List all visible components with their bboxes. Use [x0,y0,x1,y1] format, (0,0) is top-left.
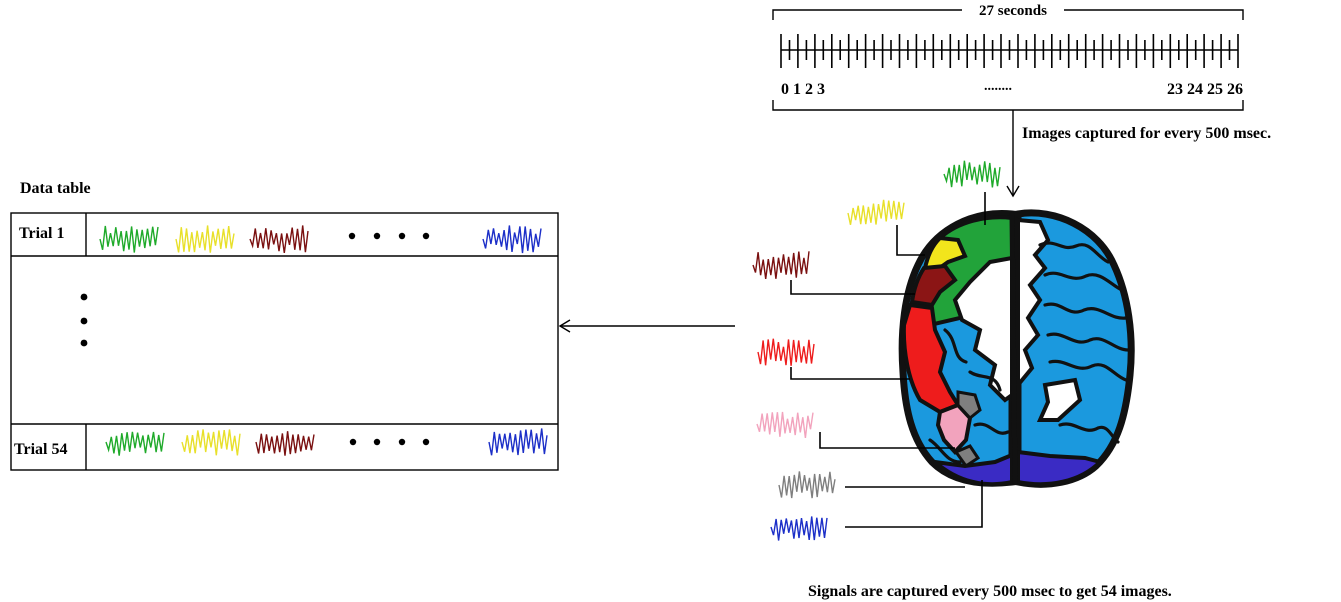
vertical-ellipsis [80,293,88,347]
row-label-trial-54: Trial 54 [14,441,67,458]
row-dots-54 [349,438,430,446]
gyri-lines [928,211,1130,485]
duration-bracket [772,9,1244,20]
signal-waveform [847,199,905,225]
leader-red [790,367,910,380]
signal-waveform [255,431,315,456]
leader-blue [845,480,983,528]
brain-illustration [898,209,1135,488]
white-matter-lower [1036,377,1083,422]
bottom-bracket [772,100,1244,111]
leader-pink [819,432,955,449]
trial-1-signals [99,225,542,254]
signal-waveform [249,225,309,253]
signal-waveform [756,411,814,438]
signal-waveform [482,225,542,254]
row-label-trial-1: Trial 1 [19,225,64,242]
signal-waveform [175,225,235,253]
trial-54-signals [105,428,548,456]
signal-waveform [752,251,810,279]
white-matter-left [952,255,1014,403]
timeline: 27 seconds 0 1 2 3 ........ 23 24 25 26 … [772,3,1271,198]
data-table-title: Data table [20,180,91,197]
signal-waveform [99,225,159,253]
signal-waveform [778,471,836,499]
ticks-left-labels: 0 1 2 3 [781,81,825,98]
duration-label: 27 seconds [979,3,1047,19]
signal-waveform [943,160,1001,188]
leader-dark-red [790,280,915,295]
timeline-caption: Images captured for every 500 msec. [1022,125,1271,142]
data-table-frame [10,212,559,471]
ellipsis-dots: ........ [984,79,1012,94]
time-ruler [780,34,1239,68]
signal-waveform [181,429,241,456]
region-yellow [922,235,968,275]
region-gray [953,390,982,469]
footer-caption: Signals are captured every 500 msec to g… [808,583,1172,600]
row-dots-1 [348,232,430,240]
signal-waveform [770,516,828,541]
region-blue-left [928,452,1014,487]
brain-signals [752,160,1001,541]
region-blue-right [1016,449,1104,487]
signal-waveform [757,338,815,366]
signal-waveform [488,428,548,456]
leader-lines [790,192,986,528]
leader-yellow [896,225,925,256]
signal-waveform [105,431,165,456]
white-matter-right [1016,217,1051,391]
region-red [901,302,961,415]
ticks-right-labels: 23 24 25 26 [1167,81,1243,98]
data-table: Data table Trial 1 Trial 54 [10,180,559,471]
